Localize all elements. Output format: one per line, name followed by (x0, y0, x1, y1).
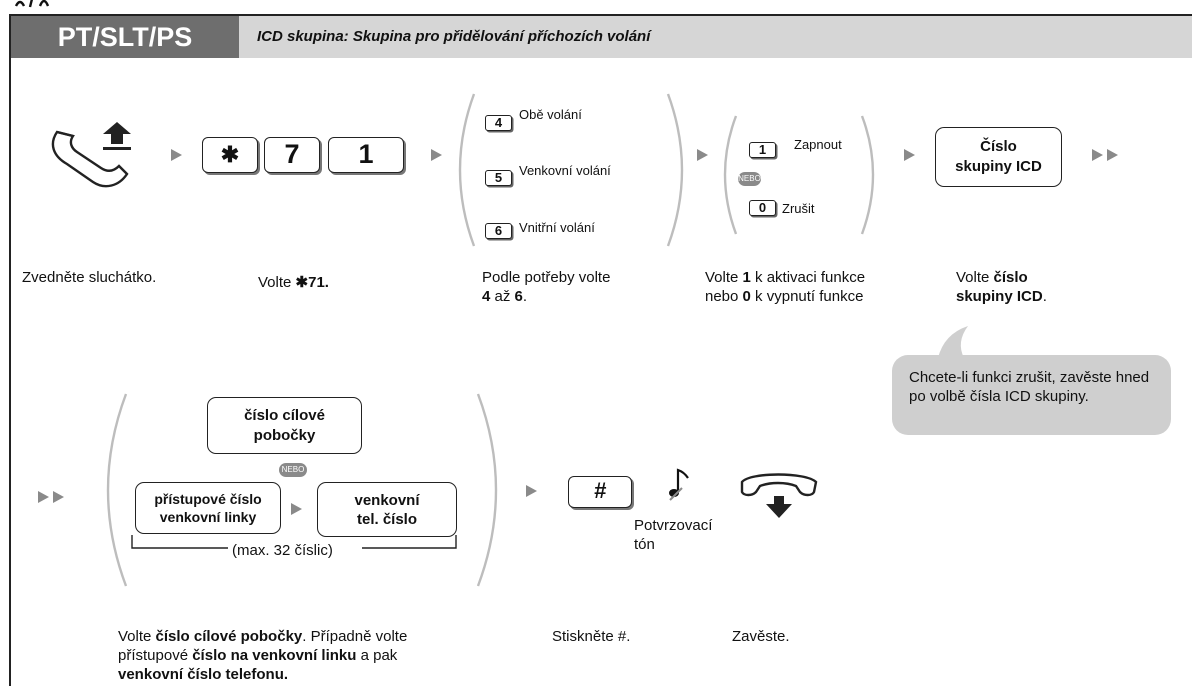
step-arrow-3 (697, 149, 708, 161)
step-arrow-1 (171, 149, 182, 161)
option-key-6[interactable]: 6 (485, 223, 512, 239)
step5-bold1: číslo (993, 269, 1028, 286)
key-star[interactable]: ✱ (202, 137, 258, 173)
option-label-zrusit: Zrušit (782, 201, 815, 216)
double-arrow-continue (1092, 149, 1118, 161)
step4-l2-post: k vypnutí funkce (750, 288, 864, 305)
destination-extension-label: číslo cílové pobočky (244, 406, 325, 444)
cut-off-top-text (0, 0, 1192, 12)
nebo-badge-2: NEBO (279, 463, 307, 477)
double-arrow-start (38, 491, 64, 503)
step3-desc-b1: 4 (482, 288, 491, 305)
row2-desc-a-l2-post: a pak (356, 647, 398, 664)
options-bracket-row2 (106, 393, 498, 587)
handset-hang-up-icon (740, 473, 818, 518)
option-label-5: Venkovní volání (519, 163, 611, 178)
row2-desc-a-bold3: venkovní číslo telefonu. (118, 666, 289, 683)
music-note-icon (669, 468, 689, 501)
step1-description: Zvedněte sluchátko. (22, 269, 157, 286)
options-bracket-a (458, 93, 684, 247)
option-label-zapnout: Zapnout (794, 137, 842, 152)
row2-desc-a-pre: Volte (118, 628, 156, 645)
step4-l1-pre: Volte (705, 269, 743, 286)
icd-group-number-box: Číslo skupiny ICD (935, 127, 1062, 187)
step4-l2-bold: 0 (742, 288, 751, 305)
section-subtitle: ICD skupina: Skupina pro přidělování pří… (257, 28, 651, 45)
option-key-4[interactable]: 4 (485, 115, 512, 131)
row2-description-b: Stiskněte #. (552, 628, 631, 645)
step4-description: Volte 1 k aktivaci funkce nebo 0 k vypnu… (705, 268, 865, 306)
row2-description-a: Volte číslo cílové pobočky. Případně vol… (118, 627, 538, 684)
outside-line-access-label: přístupové číslo venkovní linky (154, 491, 262, 525)
step5-bold2: skupiny ICD (956, 288, 1043, 305)
option-key-0-label: 0 (758, 200, 767, 215)
option-key-5[interactable]: 5 (485, 170, 512, 186)
option-key-4-label: 4 (494, 115, 503, 130)
icd-group-number-label: Číslo skupiny ICD (955, 138, 1042, 175)
option-label-4: Obě volání (519, 107, 582, 122)
step5-description: Volte číslo skupiny ICD. (956, 268, 1047, 306)
max-digits-label: (max. 32 číslic) (232, 542, 333, 559)
destination-extension-box: číslo cílové pobočky (207, 397, 362, 454)
row2-desc-a-bold2: číslo na venkovní linku (192, 647, 357, 664)
step3-desc-end: . (522, 288, 528, 305)
device-tag: PT/SLT/PS (11, 16, 239, 58)
step5-pre: Volte (956, 269, 994, 286)
option-label-6: Vnitřní volání (519, 220, 595, 235)
step2-desc-pre: Volte (258, 274, 296, 291)
outside-line-access-box: přístupové číslo venkovní linky (135, 482, 281, 534)
outside-phone-number-box: venkovní tel. číslo (317, 482, 457, 537)
step3-description: Podle potřeby volte 4 až 6. (482, 268, 610, 306)
tip-pointer (938, 326, 968, 358)
cancel-tip-bubble: Chcete-li funkci zrušit, zavěste hned po… (892, 355, 1171, 435)
key-hash[interactable]: # (568, 476, 632, 508)
step-arrow-2 (431, 149, 442, 161)
step3-desc-b2: 6 (514, 288, 523, 305)
key-hash-label: # (593, 478, 607, 503)
option-key-0[interactable]: 0 (749, 200, 776, 216)
row2-description-c: Zavěste. (732, 628, 790, 645)
options-bracket-b (723, 115, 875, 235)
row2-desc-a-bold1: číslo cílové pobočky (155, 628, 303, 645)
key-1[interactable]: 1 (328, 137, 404, 173)
option-key-5-label: 5 (494, 170, 503, 185)
key-star-label: ✱ (220, 142, 240, 167)
option-key-6-label: 6 (494, 223, 503, 238)
option-key-1-label: 1 (758, 142, 767, 157)
row2-desc-a-l2-pre: přístupové (118, 647, 193, 664)
max-digits-bracket (131, 535, 457, 549)
key-1-label: 1 (358, 139, 374, 169)
step5-end: . (1042, 288, 1047, 305)
step4-l1-post: k aktivaci funkce (750, 269, 866, 286)
inner-arrow (291, 503, 302, 515)
handset-off-hook-icon (51, 122, 131, 188)
step2-desc-bold: ✱71. (295, 274, 329, 291)
nebo-badge-1: NEBO (738, 172, 761, 186)
step-arrow-4 (904, 149, 915, 161)
confirm-tone-label: Potvrzovací tón (634, 517, 713, 553)
cut-off-glyphs (14, 0, 50, 8)
row2-desc-a-mid1: . Případně volte (302, 628, 408, 645)
key-7[interactable]: 7 (264, 137, 320, 173)
step3-desc-mid: až (490, 288, 515, 305)
step4-l2-pre: nebo (705, 288, 743, 305)
step-arrow-row2 (526, 485, 537, 497)
step2-description: Volte ✱71. (258, 273, 329, 292)
step3-desc-line1: Podle potřeby volte (482, 269, 611, 286)
outside-phone-number-label: venkovní tel. číslo (354, 491, 420, 528)
step4-l1-bold: 1 (742, 269, 751, 286)
option-key-1[interactable]: 1 (749, 142, 776, 158)
page-frame (9, 14, 1192, 686)
key-7-label: 7 (284, 139, 300, 169)
